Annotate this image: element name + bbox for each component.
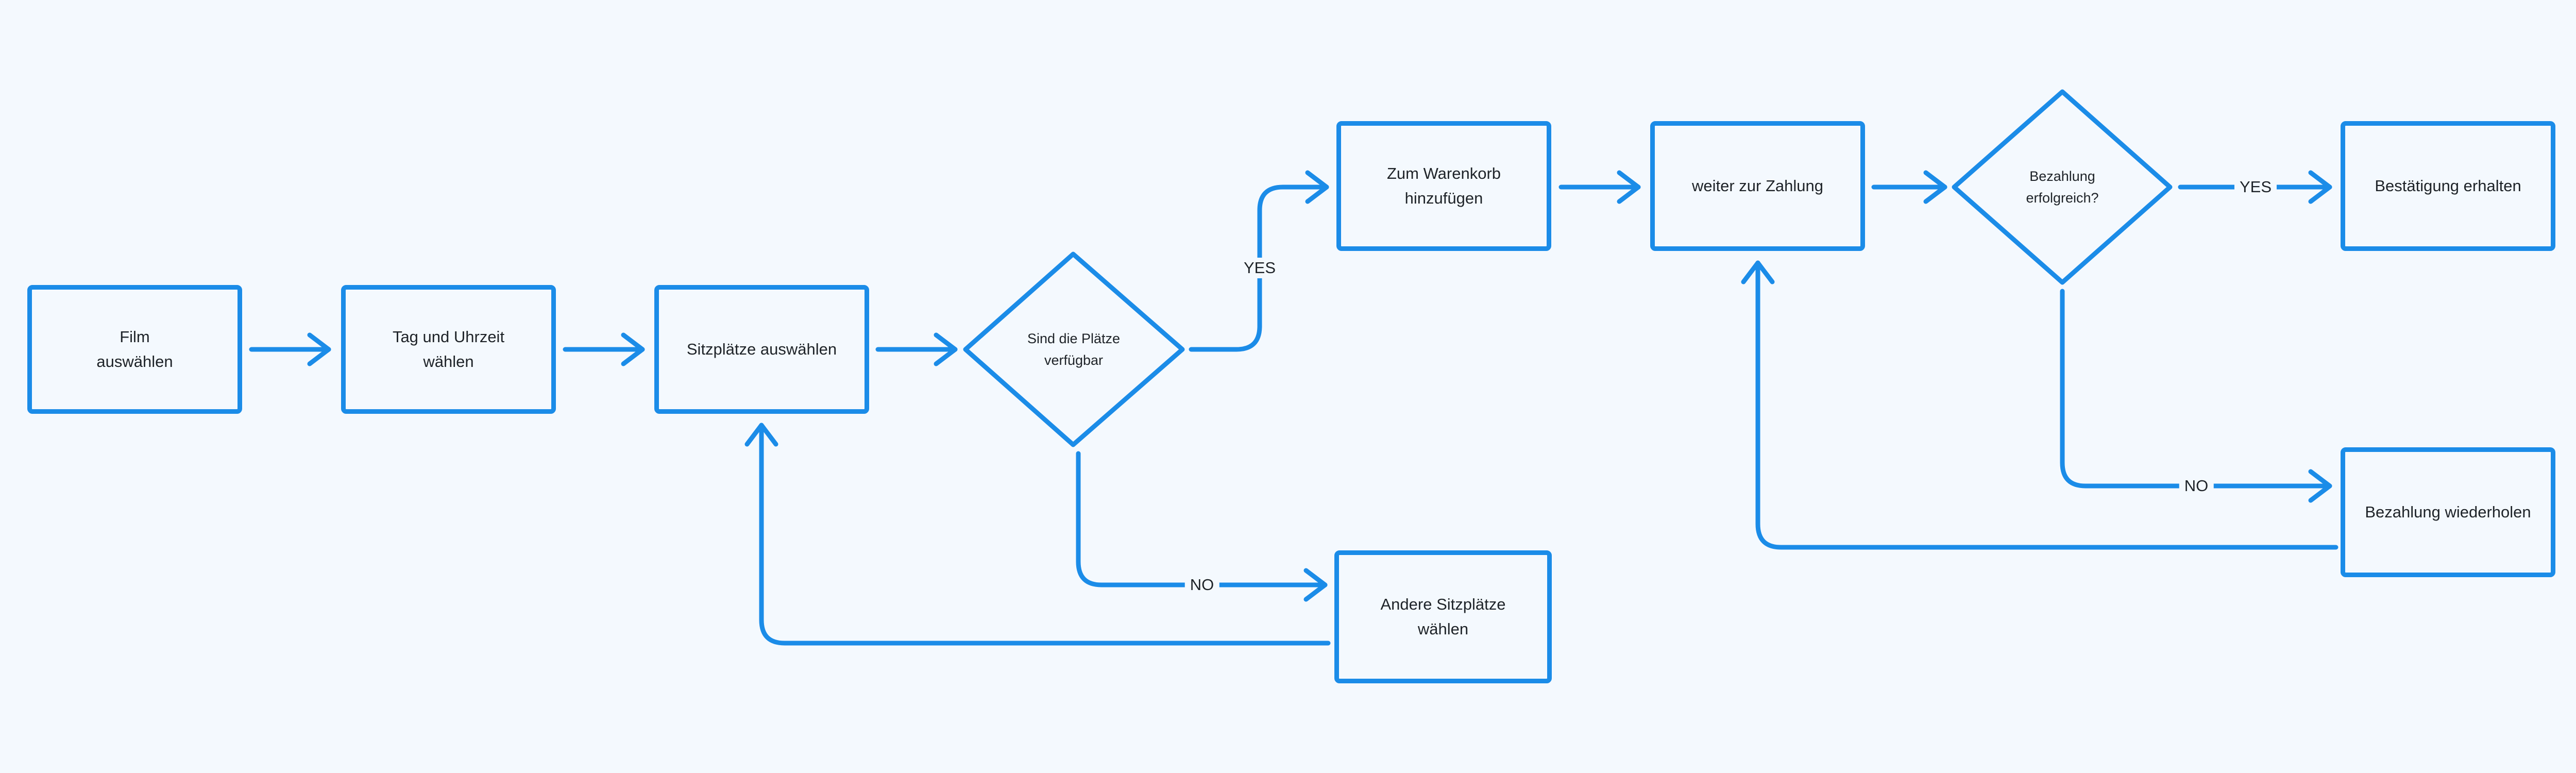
step-film-auswaehlen: Film auswählen [27,285,242,414]
step-bestaetigung: Bestätigung erhalten [2341,121,2555,251]
decision-diamond-seats [963,251,1185,447]
step-warenkorb: Zum Warenkorb hinzufügen [1336,121,1551,251]
decision-diamond-payment [1952,89,2173,285]
step-confirm-label: Bestätigung erhalten [2375,177,2521,195]
step-sitz-label: Sitzplätze auswählen [686,340,837,358]
step-bezahlung-wiederholen: Bezahlung wiederholen [2341,447,2555,577]
step-weiter-zur-zahlung: weiter zur Zahlung [1650,121,1865,251]
decision-seats-label: Sind die Plätze verfügbar [1027,331,1121,368]
step-tag-uhrzeit: Tag und Uhrzeit wählen [341,285,556,414]
step-film-label: Film auswählen [96,328,173,371]
step-retry-label: Bezahlung wiederholen [2365,503,2531,521]
edge-label-seats-no: NO [1184,575,1219,595]
arrow-retry-back-to-pay [1741,260,2338,550]
arrow-seats-no-to-other [1076,451,1328,602]
decision-payment-label: Bezahlung erfolgreich? [2026,169,2099,206]
edge-label-pay-no: NO [2179,476,2214,496]
step-cart-label: Zum Warenkorb hinzufügen [1386,164,1501,207]
edge-label-pay-yes: YES [2234,177,2277,197]
arrow-pay-no-to-retry [2060,289,2332,503]
step-tag-label: Tag und Uhrzeit wählen [392,328,505,371]
step-other-seats-label: Andere Sitzplätze wählen [1380,595,1506,638]
arrow-other-back-to-sitz [744,423,1331,646]
step-andere-sitzplaetze: Andere Sitzplätze wählen [1334,550,1552,683]
step-sitzplaetze-auswaehlen: Sitzplätze auswählen [654,285,869,414]
step-pay-label: weiter zur Zahlung [1691,177,1823,195]
edge-label-seats-yes: YES [1238,258,1281,278]
